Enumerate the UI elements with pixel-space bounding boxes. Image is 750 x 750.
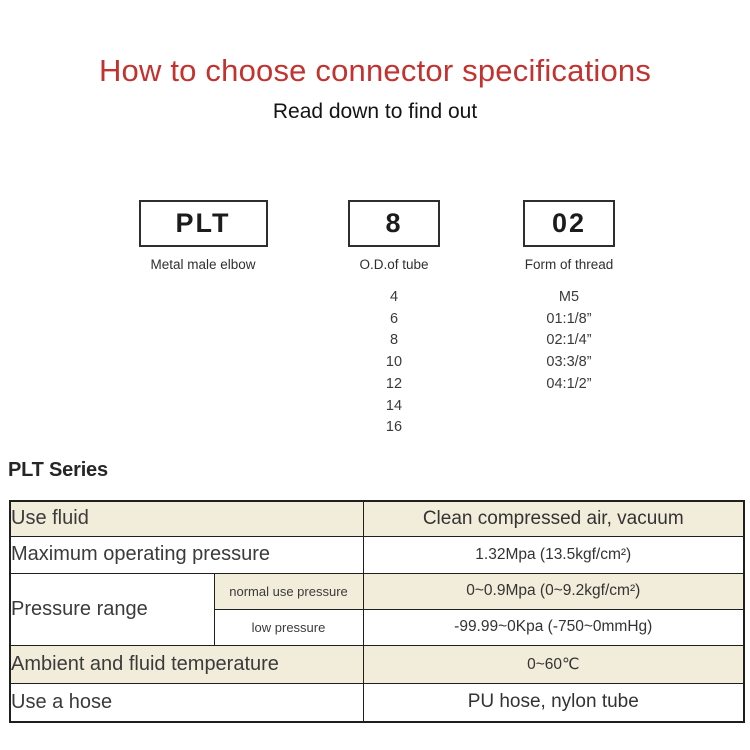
tube-od-option: 12 bbox=[385, 375, 403, 392]
thread-code-text: 02 bbox=[551, 208, 587, 238]
tube-od-option: 4 bbox=[389, 289, 399, 305]
spec-value-hose: PU hose, nylon tube bbox=[362, 682, 745, 723]
tube-od-option-list: 4 6 8 10 12 14 16 bbox=[318, 287, 470, 439]
thread-option: 04:1/2” bbox=[546, 375, 592, 392]
thread-option: 02:1/4” bbox=[546, 332, 592, 349]
model-code-label: Metal male elbow bbox=[150, 257, 256, 272]
model-code-text: PLT bbox=[175, 208, 231, 238]
code-segment-tube-od: 8 O.D.of tube 4 6 8 10 12 14 16 bbox=[318, 200, 470, 439]
spec-value-temperature: 0~60℃ bbox=[362, 644, 745, 684]
tube-od-option: 16 bbox=[385, 419, 403, 436]
thread-label: Form of thread bbox=[524, 257, 614, 272]
spec-row-temperature: Ambient and fluid temperature 0~60℃ bbox=[9, 644, 745, 684]
spec-table: Use fluid Clean compressed air, vacuum M… bbox=[9, 500, 745, 723]
spec-sublabel-normal-pressure: normal use pressure bbox=[213, 572, 364, 610]
spec-label-max-pressure: Maximum operating pressure bbox=[9, 535, 364, 574]
spec-value-normal-pressure: 0~0.9Mpa (0~9.2kgf/cm²) bbox=[362, 572, 745, 610]
spec-row-max-pressure: Maximum operating pressure 1.32Mpa (13.5… bbox=[9, 535, 745, 574]
spec-value-low-pressure: -99.99~0Kpa (-750~0mmHg) bbox=[362, 608, 745, 646]
model-code-box: PLT bbox=[138, 200, 268, 247]
tube-od-code-text: 8 bbox=[385, 208, 403, 238]
tube-od-option: 6 bbox=[389, 310, 399, 327]
spec-row-normal-pressure: Pressure range normal use pressure 0~0.9… bbox=[9, 572, 745, 646]
tube-od-option: 8 bbox=[389, 332, 399, 349]
series-heading: PLT Series bbox=[8, 459, 108, 481]
spec-row-hose: Use a hose PU hose, nylon tube bbox=[9, 682, 745, 723]
tube-od-option: 14 bbox=[385, 397, 403, 414]
spec-value-max-pressure: 1.32Mpa (13.5kgf/cm²) bbox=[362, 535, 745, 574]
spec-label-pressure-range: Pressure range bbox=[9, 572, 215, 646]
tube-od-code-box: 8 bbox=[348, 200, 440, 247]
thread-option: M5 bbox=[558, 289, 580, 305]
code-segment-thread: 02 Form of thread M5 01:1/8” 02:1/4” 03:… bbox=[493, 200, 645, 396]
spec-label-hose: Use a hose bbox=[9, 682, 364, 723]
page-title: How to choose connector specifications bbox=[98, 53, 652, 88]
spec-row-low-pressure: low pressure -99.99~0Kpa (-750~0mmHg) bbox=[10, 608, 745, 646]
spec-value-use-fluid: Clean compressed air, vacuum bbox=[362, 500, 745, 537]
tube-od-label: O.D.of tube bbox=[359, 257, 429, 272]
tube-od-option: 10 bbox=[385, 354, 403, 371]
page-subtitle: Read down to find out bbox=[272, 100, 478, 123]
spec-sublabel-low-pressure: low pressure bbox=[213, 608, 364, 646]
thread-option: 03:3/8” bbox=[546, 354, 592, 371]
thread-option-list: M5 01:1/8” 02:1/4” 03:3/8” 04:1/2” bbox=[493, 287, 645, 396]
spec-label-use-fluid: Use fluid bbox=[9, 500, 364, 537]
spec-label-temperature: Ambient and fluid temperature bbox=[9, 644, 364, 684]
thread-code-box: 02 bbox=[523, 200, 615, 247]
spec-row-use-fluid: Use fluid Clean compressed air, vacuum bbox=[9, 500, 745, 537]
code-segment-model: PLT Metal male elbow bbox=[118, 200, 288, 272]
thread-option: 01:1/8” bbox=[546, 310, 592, 327]
